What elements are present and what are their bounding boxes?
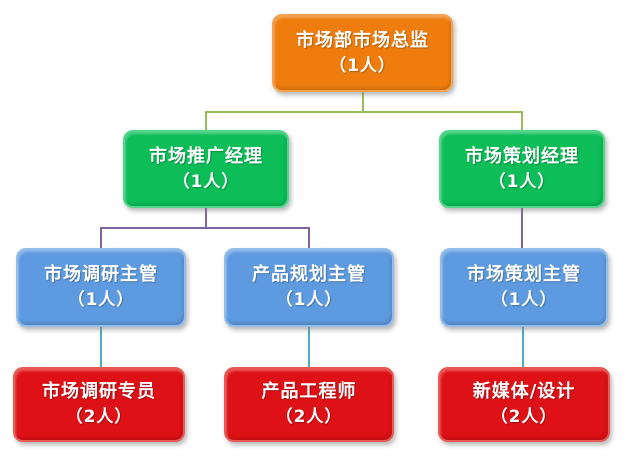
- node-headcount: （1人）: [490, 290, 558, 311]
- connector-promotion-stem: [205, 207, 207, 228]
- node-title: 市场调研专员: [42, 381, 156, 403]
- node-title: 新媒体/设计: [472, 381, 576, 403]
- connector-product-sup-drop: [308, 228, 310, 248]
- node-title: 产品工程师: [261, 381, 357, 403]
- node-title: 市场调研主管: [44, 264, 158, 286]
- node-title: 产品规划主管: [252, 264, 366, 286]
- connector-research-sup-drop: [100, 228, 102, 248]
- connector-research-staff-line: [100, 326, 102, 367]
- connector-supervisors-bus: [100, 227, 310, 229]
- connector-director-stem: [362, 91, 364, 112]
- connector-planning-sup-line: [521, 207, 523, 248]
- org-node-market-research-supervisor: 市场调研主管 （1人）: [16, 248, 186, 327]
- node-headcount: （1人）: [329, 55, 396, 76]
- org-node-promotion-manager: 市场推广经理 （1人）: [123, 130, 289, 208]
- org-node-marketing-director: 市场部市场总监 （1人）: [272, 14, 453, 92]
- org-node-market-planning-supervisor: 市场策划主管 （1人）: [440, 248, 608, 327]
- node-headcount: （1人）: [488, 171, 556, 192]
- node-headcount: （1人）: [172, 171, 240, 192]
- org-node-planning-manager: 市场策划经理 （1人）: [439, 130, 605, 208]
- connector-managers-bus: [205, 111, 523, 113]
- node-title: 市场部市场总监: [296, 29, 429, 51]
- node-title: 市场策划主管: [467, 264, 581, 286]
- org-node-product-engineer: 产品工程师 （2人）: [224, 367, 394, 442]
- node-headcount: （2人）: [275, 407, 343, 428]
- org-node-product-planning-supervisor: 产品规划主管 （1人）: [224, 248, 394, 327]
- node-headcount: （1人）: [275, 290, 343, 311]
- node-headcount: （1人）: [67, 290, 135, 311]
- connector-promotion-drop: [205, 112, 207, 130]
- connector-engineer-line: [308, 326, 310, 367]
- org-node-new-media-design: 新媒体/设计 （2人）: [438, 367, 610, 442]
- node-headcount: （2人）: [490, 407, 558, 428]
- node-title: 市场策划经理: [465, 145, 579, 167]
- node-headcount: （2人）: [65, 407, 133, 428]
- connector-newmedia-line: [522, 326, 524, 367]
- org-node-market-research-specialist: 市场调研专员 （2人）: [13, 367, 185, 442]
- connector-planning-drop: [521, 112, 523, 130]
- node-title: 市场推广经理: [149, 145, 263, 167]
